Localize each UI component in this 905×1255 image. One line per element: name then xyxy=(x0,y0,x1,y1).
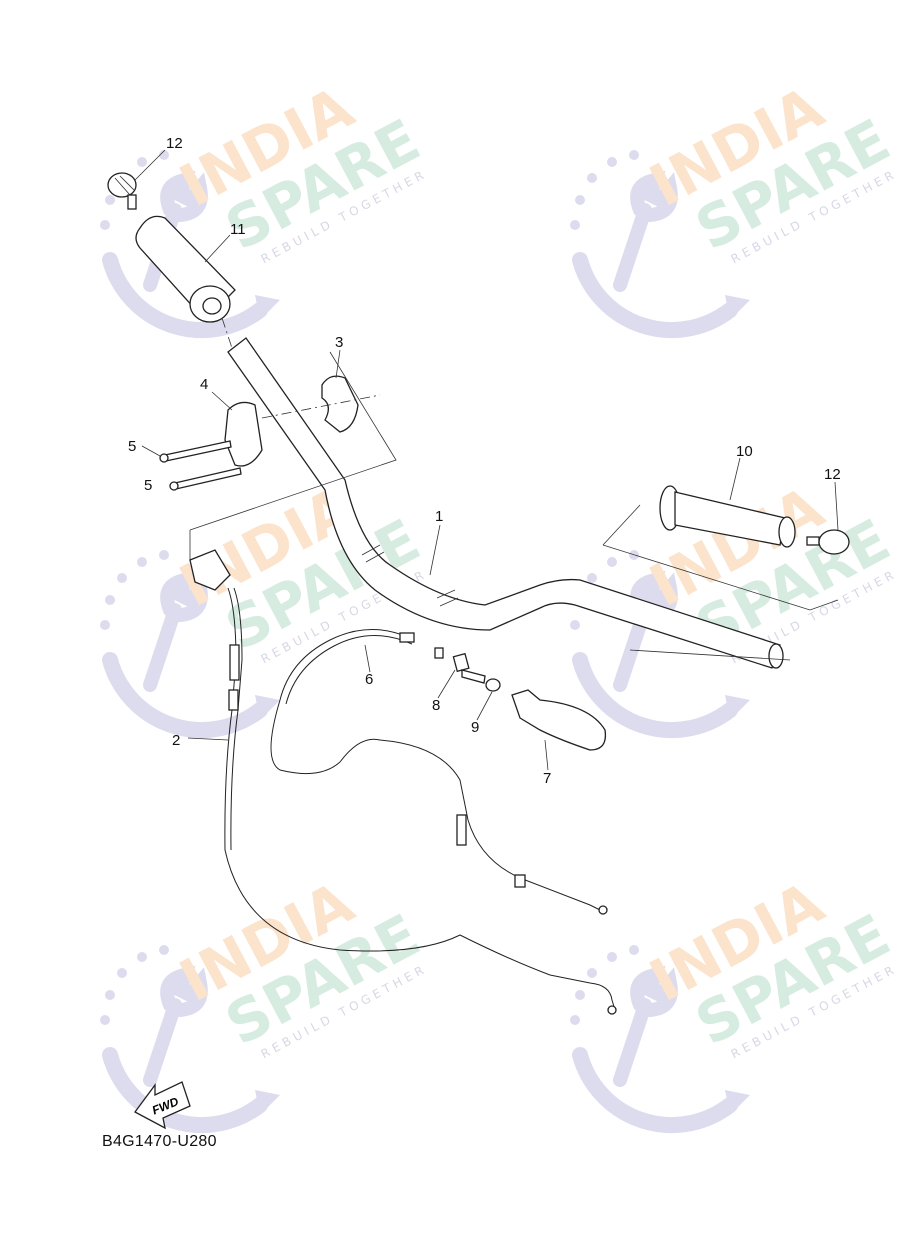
bolts xyxy=(159,440,242,491)
callout-12: 12 xyxy=(824,466,841,483)
bar-end-left xyxy=(107,172,137,210)
choke-cable xyxy=(270,629,608,915)
callout-11: 11 xyxy=(230,221,246,238)
leader-lines xyxy=(134,149,839,771)
lever xyxy=(511,689,607,751)
callout-4: 4 xyxy=(200,376,208,393)
callout-1: 1 xyxy=(435,508,443,525)
bar-end-right xyxy=(806,529,850,555)
callout-5: 5 xyxy=(144,477,152,494)
left-grip xyxy=(135,215,236,323)
handlebar xyxy=(227,337,784,669)
callout-10: 10 xyxy=(736,443,753,460)
holder-upper xyxy=(321,375,359,433)
callout-6: 6 xyxy=(365,671,373,688)
callout-2: 2 xyxy=(172,732,180,749)
callout-3: 3 xyxy=(335,334,343,351)
callout-labels: 12 11 3 4 5 5 1 10 12 6 8 9 7 2 xyxy=(128,135,841,787)
holder-lower xyxy=(224,401,263,467)
right-grip xyxy=(659,485,796,548)
callout-5: 5 xyxy=(128,438,136,455)
callout-8: 8 xyxy=(432,697,440,714)
callout-12: 12 xyxy=(166,135,183,152)
fwd-arrow: FWD xyxy=(134,1081,191,1130)
washer xyxy=(485,678,501,692)
callout-9: 9 xyxy=(471,719,479,736)
diagram-code: B4G1470-U280 xyxy=(102,1133,217,1150)
throttle-cable xyxy=(189,549,617,1015)
callout-7: 7 xyxy=(543,770,551,787)
screw xyxy=(452,652,486,684)
